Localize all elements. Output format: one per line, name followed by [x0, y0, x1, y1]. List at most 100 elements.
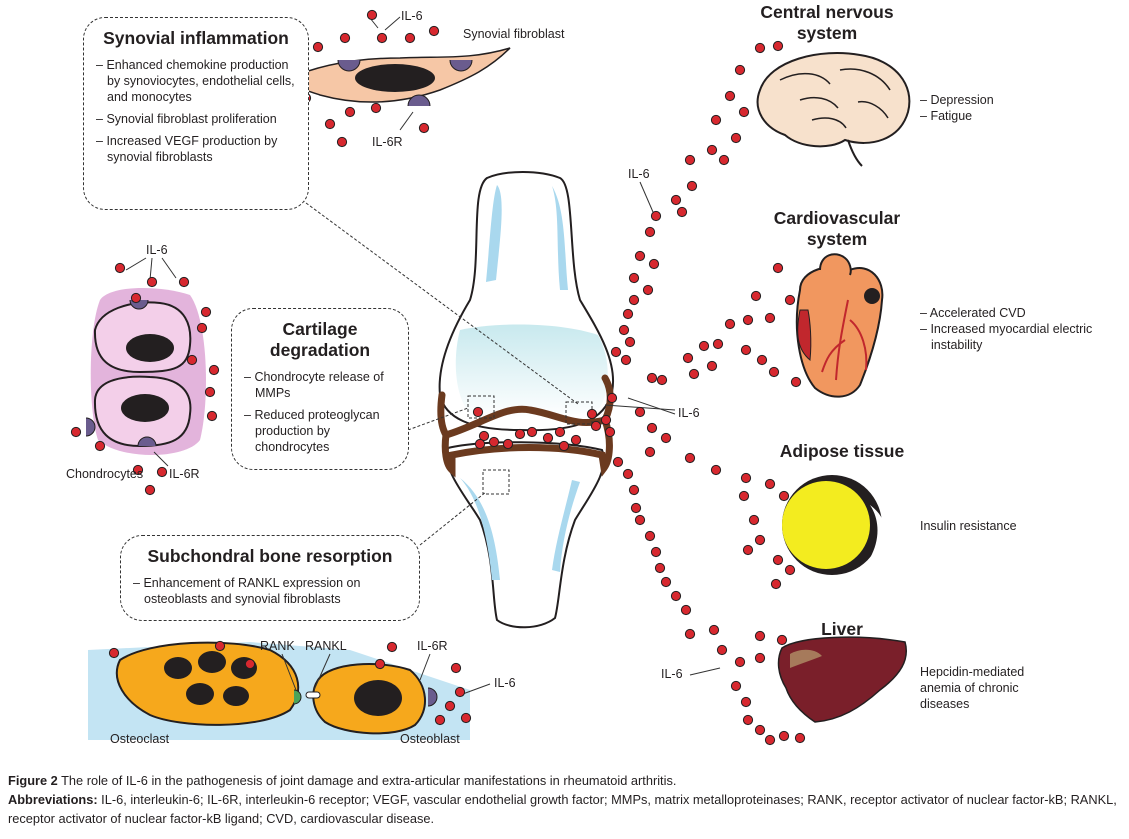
- figure-caption: Figure 2 The role of IL-6 in the pathoge…: [8, 771, 1123, 828]
- il6-dot: [748, 514, 760, 526]
- il6-dot: [738, 106, 750, 118]
- chondrocyte-nucleus-lower: [121, 394, 169, 422]
- synovial-box-list: Enhanced chemokine production by synovio…: [96, 57, 296, 165]
- adipose-nucleus: [870, 505, 885, 558]
- il6-dot: [450, 662, 462, 674]
- femur-highlight: [486, 185, 502, 282]
- il6-dot: [778, 490, 790, 502]
- synovial-box-item: Enhanced chemokine production by synovio…: [96, 57, 296, 105]
- il6-dot: [734, 64, 746, 76]
- cardio-effect: Increased myocardial electric instabilit…: [920, 321, 1110, 353]
- il6-dot: [612, 456, 624, 468]
- il6-dot: [684, 628, 696, 640]
- il6-dot: [600, 414, 612, 426]
- il6-dot: [742, 314, 754, 326]
- il6-dot: [200, 306, 212, 318]
- il6-dot: [604, 426, 616, 438]
- osteoclast-nucleus-2: [198, 651, 226, 673]
- il6-dot: [740, 472, 752, 484]
- il6-dot: [646, 422, 658, 434]
- il6-dot: [206, 410, 218, 422]
- cns-effect: Fatigue: [920, 108, 1120, 124]
- brain-organ: [756, 52, 911, 167]
- il6-dot: [698, 340, 710, 352]
- il6-dot: [554, 426, 566, 438]
- chondro-receptor-2: [85, 417, 96, 437]
- il6-dot: [660, 432, 672, 444]
- il6-dot: [784, 564, 796, 576]
- il6-label-osteo: IL-6: [494, 676, 516, 690]
- il6-dot: [404, 32, 416, 44]
- il6-dot: [708, 624, 720, 636]
- osteoclast-nucleus-1: [164, 657, 192, 679]
- il6-label-liver-path: IL-6: [661, 667, 683, 681]
- il6-dot: [730, 680, 742, 692]
- bone-box-list: Enhancement of RANKL expression on osteo…: [133, 575, 407, 607]
- il6-dot: [784, 294, 796, 306]
- il6-dot: [428, 25, 440, 37]
- osteoblast-receptor: [427, 687, 438, 707]
- il6-dot: [756, 354, 768, 366]
- il6-dot: [339, 32, 351, 44]
- il6-dot: [772, 40, 784, 52]
- il6-dot: [108, 647, 120, 659]
- il6-dot: [312, 41, 324, 53]
- cartilage-box-item: Reduced proteoglycan production by chond…: [244, 407, 396, 455]
- il6-dot: [94, 440, 106, 452]
- il6-dot: [208, 364, 220, 376]
- abbreviations-line: Abbreviations: IL-6, interleukin-6; IL-6…: [8, 790, 1123, 828]
- il6-dot: [434, 714, 446, 726]
- tibia-highlight: [460, 478, 500, 580]
- cartilage-box-title: Cartilage degradation: [269, 319, 371, 360]
- joint-capsule-upper: [437, 374, 614, 440]
- il6-label-fibroblast: IL-6: [401, 9, 423, 23]
- osteoclast-nucleus-4: [186, 683, 214, 705]
- il6-dot: [718, 154, 730, 166]
- il6-dot: [764, 312, 776, 324]
- cns-title: Central nervous system: [760, 2, 894, 43]
- abbreviations-text: IL-6, interleukin-6; IL-6R, interleukin-…: [8, 792, 1117, 826]
- il6-dot: [628, 272, 640, 284]
- il6-dot: [344, 106, 356, 118]
- il6-dot: [156, 466, 168, 478]
- il6-dot: [618, 324, 630, 336]
- il6-dot: [488, 436, 500, 448]
- il6-pointer-lines: [604, 181, 721, 676]
- il6-dot: [370, 102, 382, 114]
- il6-dot: [754, 534, 766, 546]
- liver-highlight: [790, 649, 822, 668]
- il6-dot: [478, 430, 490, 442]
- il6-dot: [214, 640, 226, 652]
- il6-dot: [642, 284, 654, 296]
- il6-dot: [132, 464, 144, 476]
- diagram-canvas: [70, 9, 911, 746]
- il6-dot: [444, 700, 456, 712]
- liver-title: Liver: [821, 619, 863, 639]
- il6-dot: [586, 408, 598, 420]
- il6-dot: [634, 406, 646, 418]
- synovial-box-item: Increased VEGF production by synovial fi…: [96, 133, 296, 165]
- il6-dot: [374, 658, 386, 670]
- osteoblast-nucleus: [354, 680, 402, 716]
- il6-dot: [644, 446, 656, 458]
- il6-dot: [376, 32, 388, 44]
- il6-dot: [742, 544, 754, 556]
- knee-joint: [437, 171, 615, 629]
- cns-effects: Depression Fatigue: [920, 92, 1120, 124]
- joint-capsule-lower: [441, 416, 613, 478]
- il6-dot: [590, 420, 602, 432]
- il6-dot: [386, 641, 398, 653]
- cardio-title: Cardiovascular system: [773, 208, 901, 249]
- il6-dot: [474, 438, 486, 450]
- adipose-effect: Insulin resistance: [920, 519, 1017, 533]
- il6-dot: [336, 136, 348, 148]
- il6-dot: [622, 308, 634, 320]
- il6-dot: [772, 262, 784, 274]
- connector-lines: [301, 199, 579, 546]
- rankl-ligand: [305, 691, 321, 699]
- il6-dot: [610, 346, 622, 358]
- il6-dot: [70, 426, 82, 438]
- il6-dot: [634, 514, 646, 526]
- il6-dot: [684, 154, 696, 166]
- il6r-receptor-3: [407, 94, 431, 107]
